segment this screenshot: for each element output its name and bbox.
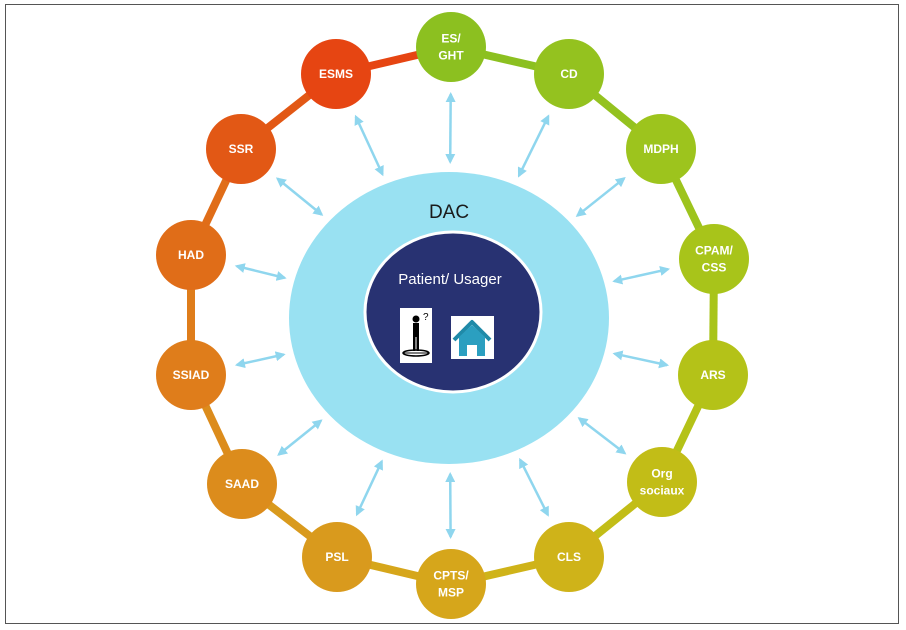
connector-arrow (518, 457, 550, 517)
connector-arrow (354, 114, 384, 177)
node-label: CSS (702, 261, 727, 275)
node-circle (207, 449, 277, 519)
node-label: ES/ (441, 32, 461, 46)
node-circle (534, 39, 604, 109)
connector-arrow (275, 177, 324, 216)
connector-arrow (577, 417, 627, 455)
node-label: PSL (325, 550, 348, 564)
node-circle (626, 114, 696, 184)
node-es-ght: ES/GHT (416, 12, 486, 82)
node-label: HAD (178, 248, 204, 262)
connector-arrow (234, 263, 287, 281)
connector-arrow (445, 92, 456, 164)
node-psl: PSL (302, 522, 372, 592)
node-label: SAAD (225, 477, 259, 491)
connector-arrows (234, 92, 671, 539)
house-icon (451, 316, 494, 359)
connector-arrow (517, 114, 550, 178)
patient-ellipse (363, 230, 543, 394)
node-label: ESMS (319, 67, 353, 81)
node-mdph: MDPH (626, 114, 696, 184)
connector-arrow (612, 350, 670, 369)
node-circle (206, 114, 276, 184)
node-cpts-msp: CPTS/MSP (416, 549, 486, 619)
node-saad: SAAD (207, 449, 277, 519)
node-circle (302, 522, 372, 592)
node-label: CLS (557, 550, 581, 564)
node-cls: CLS (534, 522, 604, 592)
node-had: HAD (156, 220, 226, 290)
node-esms: ESMS (301, 39, 371, 109)
connector-arrow (355, 459, 383, 517)
node-label: MDPH (643, 142, 678, 156)
node-cd: CD (534, 39, 604, 109)
node-circle (416, 12, 486, 82)
node-circle (156, 340, 226, 410)
node-label: MSP (438, 586, 464, 600)
dac-label: DAC (429, 202, 469, 223)
svg-text:?: ? (423, 312, 429, 323)
person-question-icon: ? (400, 308, 432, 363)
node-label: Org (651, 467, 672, 481)
node-label: SSR (229, 142, 254, 156)
connector-arrow (234, 351, 286, 369)
connector-arrow (277, 419, 323, 456)
node-cpam-css: CPAM/CSS (679, 224, 749, 294)
node-circle (679, 224, 749, 294)
node-circle (534, 522, 604, 592)
node-circle (156, 220, 226, 290)
connector-arrow (612, 266, 671, 285)
node-circle (301, 39, 371, 109)
connector-arrow (575, 177, 626, 217)
node-circle (416, 549, 486, 619)
node-label: SSIAD (173, 368, 210, 382)
node-org-sociaux: Org sociaux (627, 447, 697, 517)
node-ssiad: SSIAD (156, 340, 226, 410)
node-label: CPTS/ (433, 569, 469, 583)
node-label: GHT (438, 49, 464, 63)
node-ssr: SSR (206, 114, 276, 184)
patient-label: Patient/ Usager (398, 271, 501, 288)
node-circle (678, 340, 748, 410)
node-label: ARS (700, 368, 725, 382)
node-circle (627, 447, 697, 517)
node-label: sociaux (640, 484, 685, 498)
node-label: CPAM/ (695, 244, 733, 258)
node-label: CD (560, 67, 578, 81)
node-ars: ARS (678, 340, 748, 410)
